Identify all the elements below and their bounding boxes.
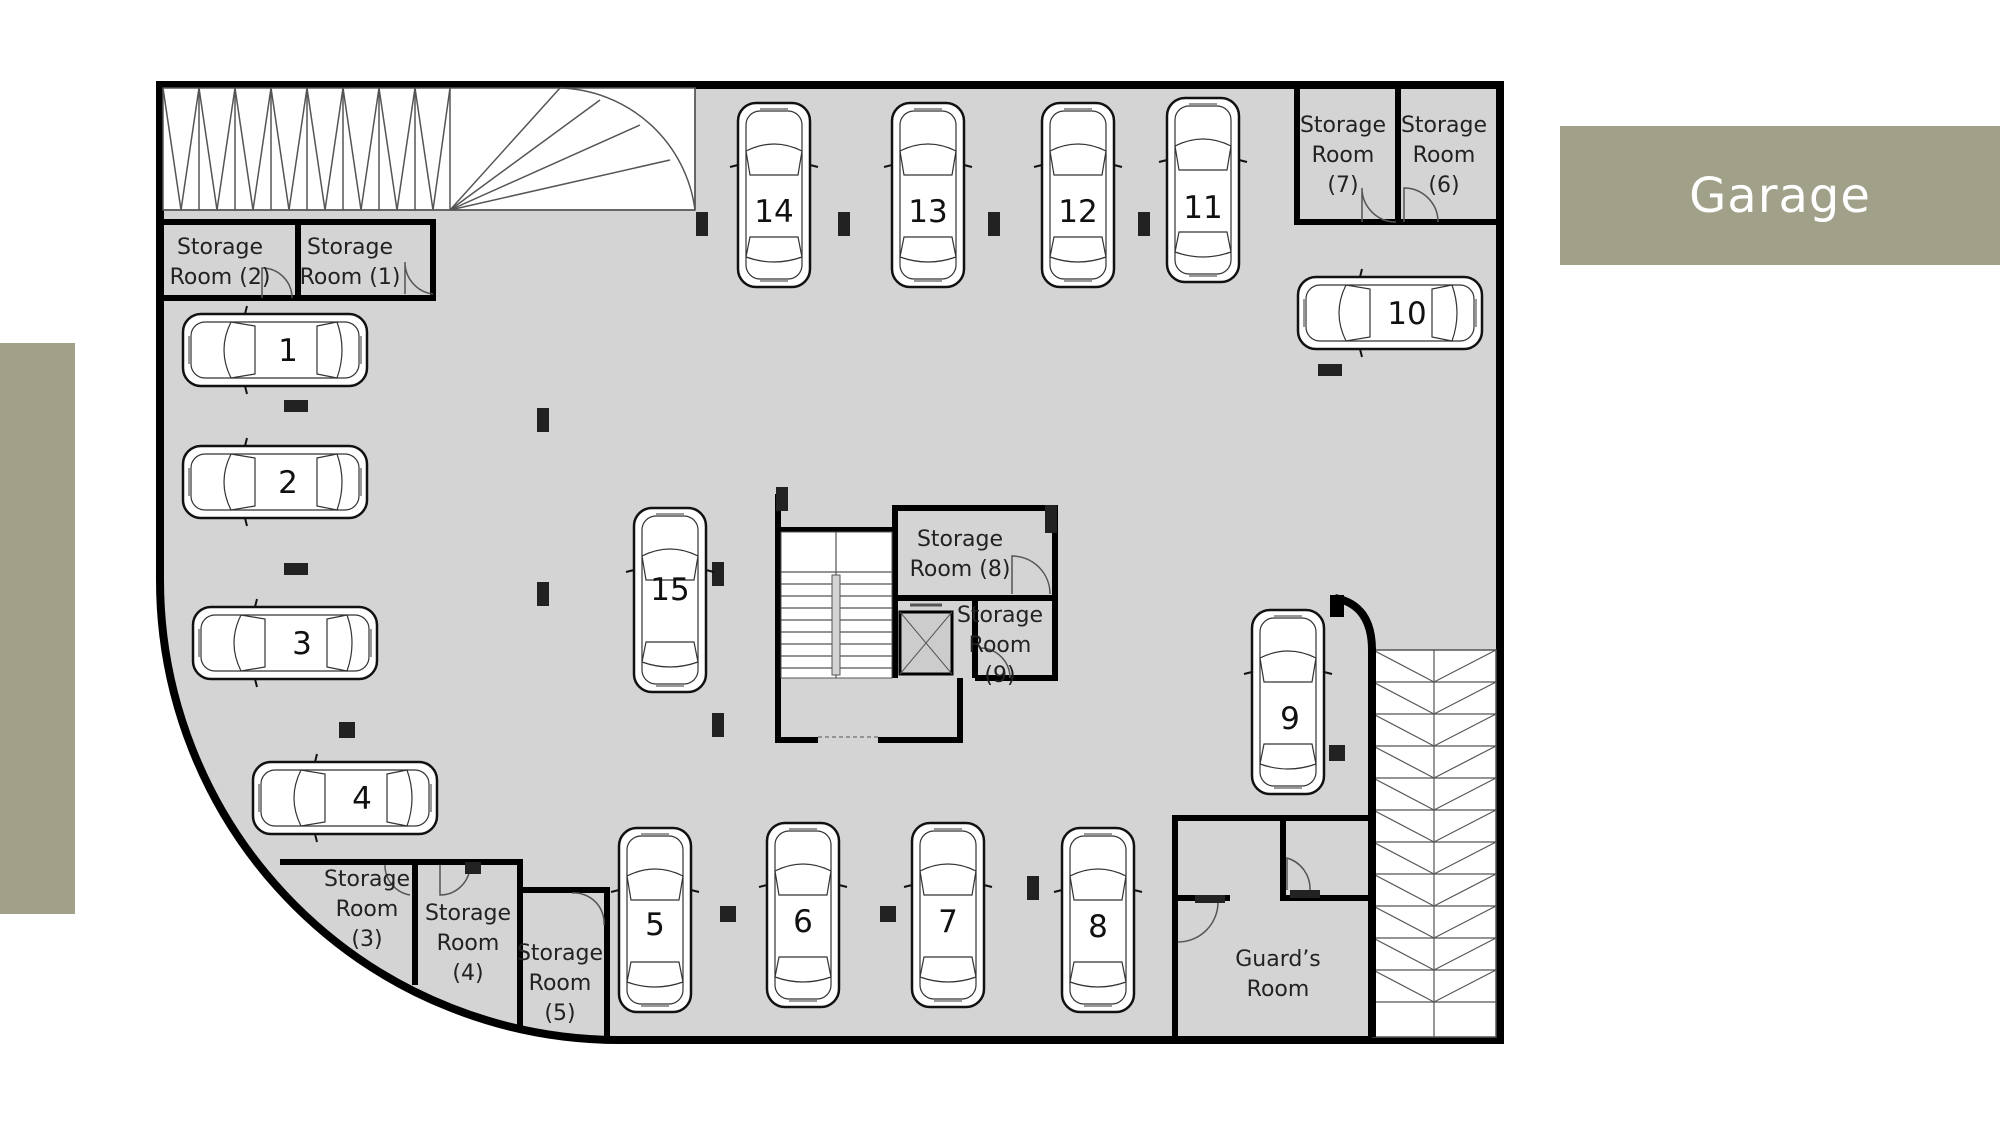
room-storage-4: Storage Room (4) bbox=[425, 901, 511, 986]
room-storage-7: Storage Room (7) bbox=[1300, 113, 1386, 198]
room-label-line: Storage bbox=[917, 527, 1003, 552]
parking-space-10: 10 bbox=[1296, 267, 1484, 359]
top-stair bbox=[162, 87, 696, 211]
parking-space-9: 9 bbox=[1242, 608, 1334, 796]
page-title: Garage bbox=[1689, 167, 1871, 224]
parking-number: 6 bbox=[793, 904, 813, 940]
room-guards-room: Guard’s Room bbox=[1235, 947, 1321, 1002]
room-label-line: Room bbox=[529, 971, 592, 996]
parking-number: 14 bbox=[754, 194, 793, 230]
room-label-line: Room bbox=[1413, 143, 1476, 168]
parking-space-7: 7 bbox=[902, 821, 994, 1009]
core-stair bbox=[780, 531, 954, 743]
room-label-line: Storage bbox=[307, 235, 393, 260]
room-label-line: (5) bbox=[544, 1001, 575, 1026]
parking-number: 4 bbox=[352, 781, 372, 817]
room-storage-2: Storage Room (2) bbox=[170, 235, 271, 290]
parking-number: 13 bbox=[908, 194, 947, 230]
room-label-line: Room bbox=[1312, 143, 1375, 168]
room-storage-6: Storage Room (6) bbox=[1401, 113, 1487, 198]
room-label-line: Storage bbox=[324, 867, 410, 892]
parking-number: 3 bbox=[292, 626, 312, 662]
parking-space-1: 1 bbox=[181, 304, 369, 396]
room-storage-1: Storage Room (1) bbox=[300, 235, 401, 290]
room-label-line: Room bbox=[969, 633, 1032, 658]
room-label-line: (9) bbox=[984, 663, 1015, 688]
right-stair bbox=[1330, 594, 1497, 1038]
parking-number: 2 bbox=[278, 465, 298, 501]
room-label-line: Room bbox=[336, 897, 399, 922]
parking-space-8: 8 bbox=[1052, 826, 1144, 1014]
room-label-line: (3) bbox=[351, 927, 382, 952]
room-label-line: (6) bbox=[1428, 173, 1459, 198]
room-storage-3: Storage Room (3) bbox=[324, 867, 410, 952]
parking-space-11: 11 bbox=[1157, 96, 1249, 284]
parking-number: 7 bbox=[938, 904, 958, 940]
room-label-line: Guard’s bbox=[1235, 947, 1321, 972]
room-label-line: Storage bbox=[425, 901, 511, 926]
parking-number: 1 bbox=[278, 333, 298, 369]
parking-space-13: 13 bbox=[882, 101, 974, 289]
room-label-line: Room (1) bbox=[300, 265, 401, 290]
parking-space-4: 4 bbox=[251, 752, 439, 844]
parking-space-2: 2 bbox=[181, 436, 369, 528]
parking-number: 15 bbox=[650, 572, 689, 608]
room-label-line: (4) bbox=[452, 961, 483, 986]
parking-number: 10 bbox=[1387, 296, 1426, 332]
parking-number: 8 bbox=[1088, 909, 1108, 945]
doors bbox=[261, 187, 1439, 943]
parking-space-14: 14 bbox=[728, 101, 820, 289]
room-label-line: Storage bbox=[1401, 113, 1487, 138]
room-label-line: Room (8) bbox=[910, 557, 1011, 582]
parking-number: 12 bbox=[1058, 194, 1097, 230]
room-storage-9: Storage Room (9) bbox=[957, 603, 1043, 688]
side-accent-bar bbox=[0, 343, 75, 914]
parking-number: 5 bbox=[645, 907, 665, 943]
room-label-line: Storage bbox=[177, 235, 263, 260]
room-label-line: Storage bbox=[957, 603, 1043, 628]
title-banner: Garage bbox=[1560, 126, 2000, 265]
room-label-line: Storage bbox=[517, 941, 603, 966]
room-label-line: Storage bbox=[1300, 113, 1386, 138]
columns bbox=[284, 212, 1345, 922]
room-storage-8: Storage Room (8) bbox=[910, 527, 1011, 582]
room-label-line: Room bbox=[1247, 977, 1310, 1002]
room-label-line: Room (2) bbox=[170, 265, 271, 290]
parking-space-6: 6 bbox=[757, 821, 849, 1009]
room-label-line: (7) bbox=[1327, 173, 1358, 198]
parking-number: 9 bbox=[1280, 701, 1300, 737]
parking-space-3: 3 bbox=[191, 597, 379, 689]
room-storage-5: Storage Room (5) bbox=[517, 941, 603, 1026]
parking-space-15: 15 bbox=[624, 506, 716, 694]
parking-space-5: 5 bbox=[609, 826, 701, 1014]
parking-number: 11 bbox=[1183, 190, 1222, 226]
room-label-line: Room bbox=[437, 931, 500, 956]
parking-space-12: 12 bbox=[1032, 101, 1124, 289]
